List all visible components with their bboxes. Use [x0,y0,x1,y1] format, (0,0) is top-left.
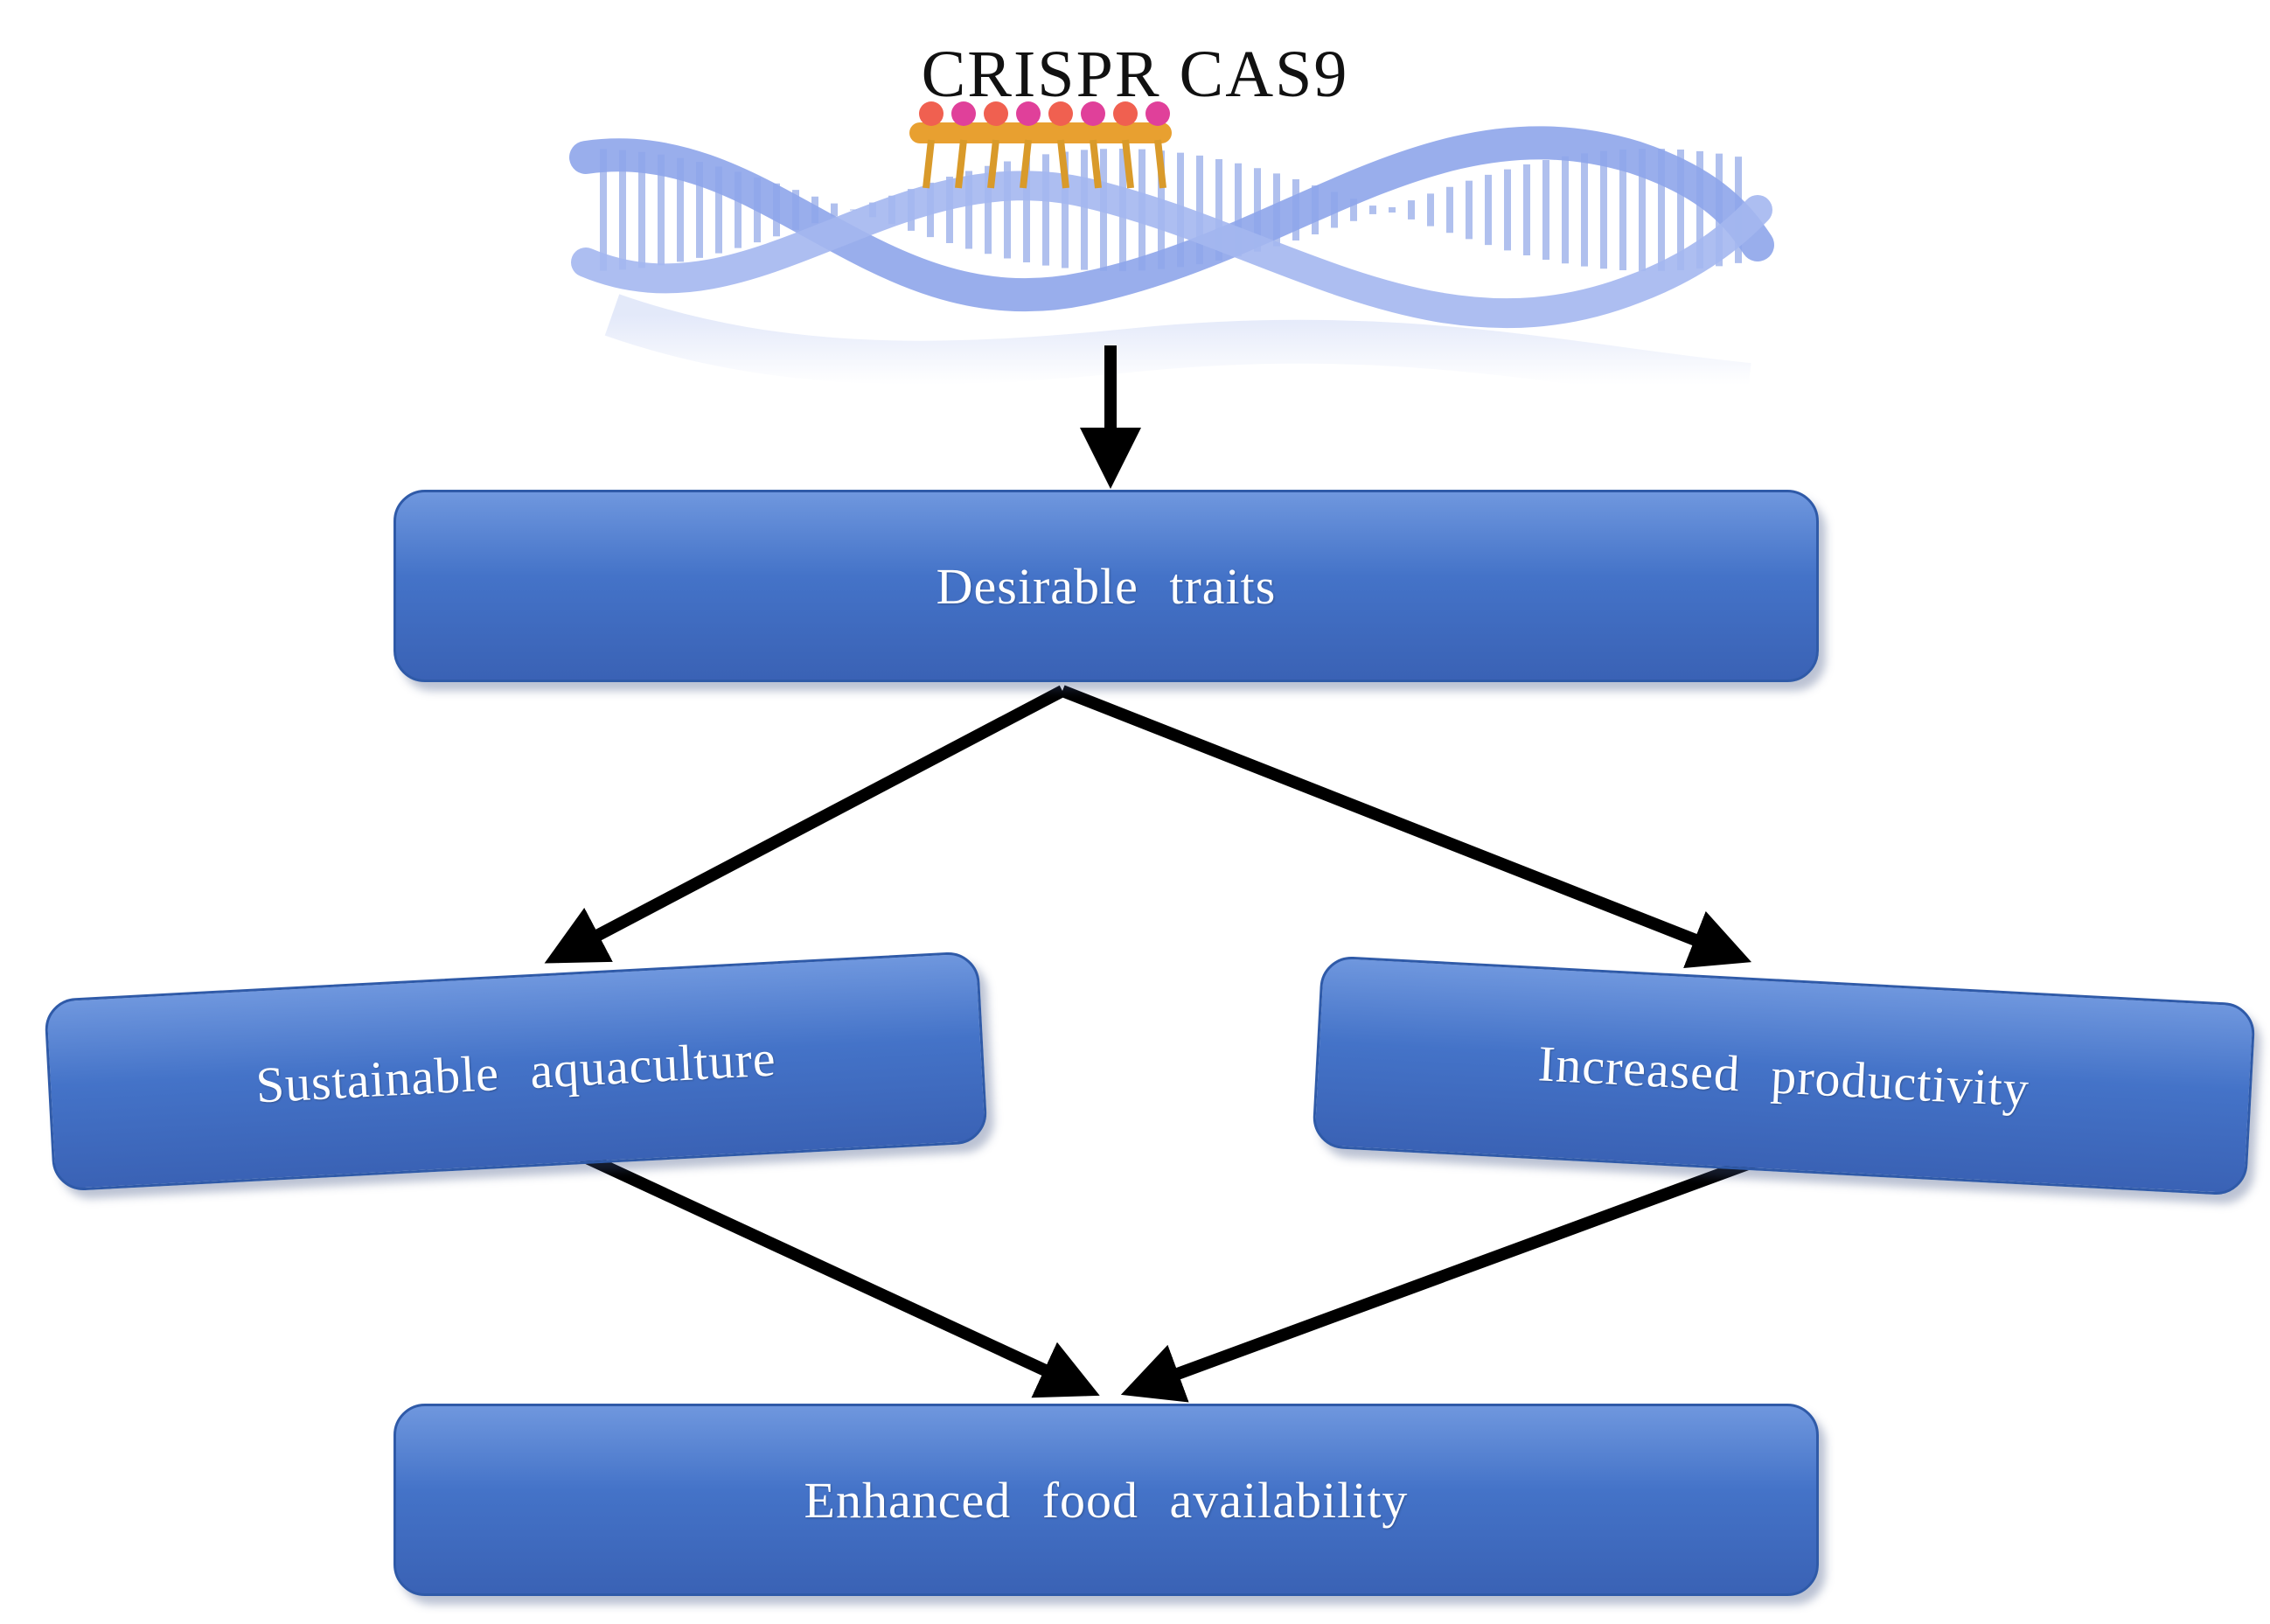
arrow-sustainable-to-food [548,1135,1100,1398]
cas9-dot [1016,101,1041,126]
cas9-stem [987,139,999,189]
cas9-guide-icon [909,101,1172,189]
node-label: Desirable traits [936,557,1277,615]
cas9-dot [919,101,944,126]
cas9-stem [1154,139,1166,189]
cas9-stem [1122,139,1134,189]
cas9-dot [1113,101,1138,126]
connector-arrows [544,345,1765,1403]
node-label: Sustainable aquaculture [254,1028,777,1114]
diagram-title: CRISPR CAS9 [921,38,1349,111]
node-desirable-traits: Desirable traits [393,490,1819,682]
cas9-dot [951,101,976,126]
cas9-stem [1057,139,1069,189]
cas9-dot [984,101,1008,126]
node-label: Enhanced food availability [804,1471,1409,1529]
cas9-stem [923,139,935,189]
arrow-desirable-to-sustainable [544,685,1066,964]
cas9-stem [1020,139,1032,189]
node-label: Increased productivity [1536,1034,2031,1118]
arrow-productivity-to-food [1120,1153,1765,1403]
cas9-dot [1081,101,1105,126]
cas9-stem [1090,139,1102,189]
dna-helix-icon [569,126,1774,407]
arrow-desirable-to-productivity [1060,685,1752,969]
node-enhanced-food-availability: Enhanced food availability [393,1404,1819,1596]
cas9-dot [1145,101,1170,126]
cas9-dot [1048,101,1073,126]
cas9-stem [955,139,967,189]
